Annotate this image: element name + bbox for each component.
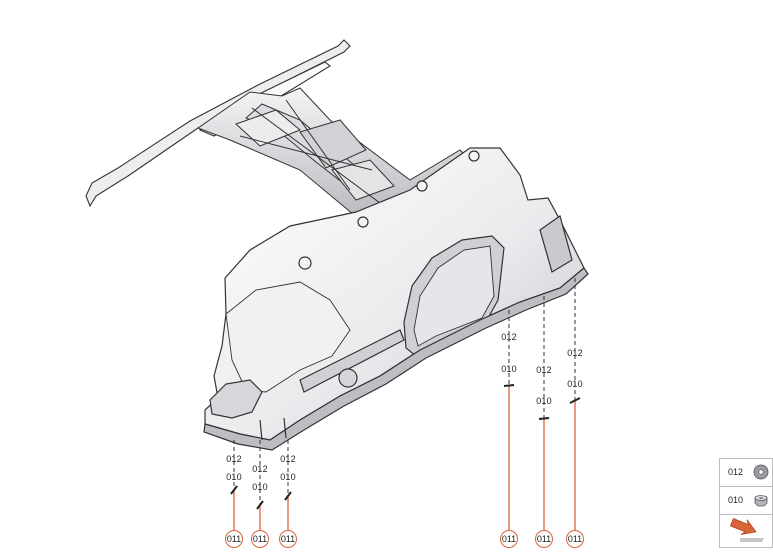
callout-bubble[interactable]: 011	[535, 530, 553, 548]
label-grommet: 012	[226, 454, 242, 464]
label-clip: 010	[567, 379, 583, 389]
pillar-lattice	[196, 87, 471, 221]
callout-bubble[interactable]: 011	[566, 530, 584, 548]
parts-legend: 012 010	[719, 458, 773, 548]
callout-connectors	[233, 386, 576, 530]
label-clip: 010	[536, 396, 552, 406]
label-grommet: 012	[280, 454, 296, 464]
legend-code: 012	[728, 467, 744, 477]
callout-bubble[interactable]: 011	[279, 530, 297, 548]
callout-bubble[interactable]: 011	[500, 530, 518, 548]
label-grommet: 012	[252, 464, 268, 474]
legend-row-grommet[interactable]: 012	[720, 459, 772, 487]
label-clip: 010	[280, 472, 296, 482]
clip-nut-icon	[754, 495, 768, 507]
fastener-marks	[230, 384, 581, 510]
legend-row-direction[interactable]	[720, 515, 772, 547]
label-clip: 010	[252, 482, 268, 492]
legend-code: 010	[728, 495, 744, 505]
leader-lines	[233, 278, 576, 505]
label-grommet: 012	[567, 348, 583, 358]
callout-bubble[interactable]: 011	[225, 530, 243, 548]
label-clip: 010	[501, 364, 517, 374]
direction-arrow-icon	[729, 518, 764, 542]
label-grommet: 012	[501, 332, 517, 342]
callout-bubble[interactable]: 011	[251, 530, 269, 548]
side-panel-body	[203, 147, 589, 451]
legend-row-clip[interactable]: 010	[720, 487, 772, 515]
label-clip: 010	[226, 472, 242, 482]
label-grommet: 012	[536, 365, 552, 375]
washer-icon	[753, 464, 769, 480]
